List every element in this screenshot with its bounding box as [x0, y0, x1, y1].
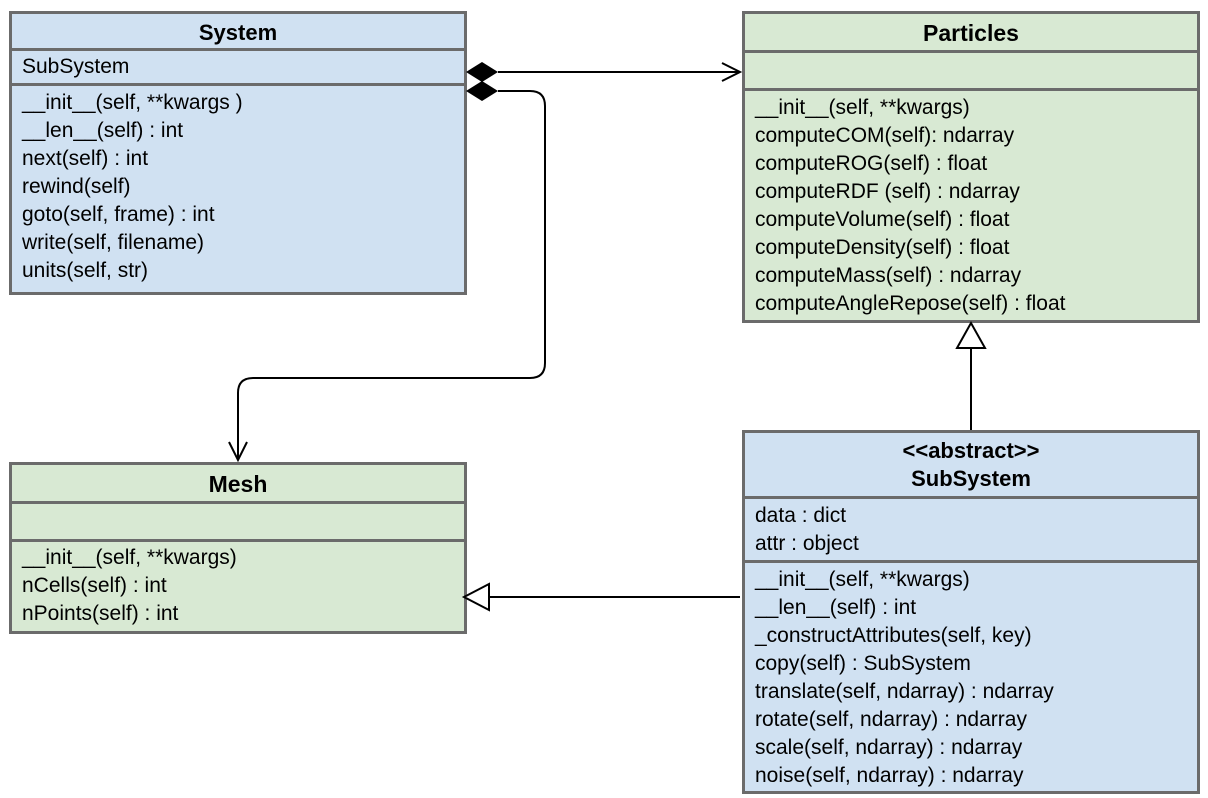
attribute-row: SubSystem [22, 55, 130, 78]
method-row: noise(self, ndarray) : ndarray [755, 764, 1024, 787]
class-name: System [12, 14, 464, 51]
method-row: next(self) : int [22, 147, 149, 170]
attributes-section [745, 53, 1197, 91]
inheritance-subsystem-particles[interactable] [955, 320, 987, 430]
method-row: __init__(self, **kwargs ) [22, 91, 243, 114]
method-row: computeDensity(self) : float [755, 236, 1010, 259]
composition-system-particles[interactable] [466, 62, 743, 82]
method-row: nCells(self) : int [22, 574, 167, 597]
method-row: goto(self, frame) : int [22, 203, 215, 226]
class-particles[interactable]: Particles __init__(self, **kwargs) compu… [742, 11, 1200, 323]
method-row: __init__(self, **kwargs) [22, 546, 237, 569]
class-subsystem[interactable]: <<abstract>> SubSystem data : dict attr … [742, 430, 1200, 794]
class-name: Mesh [12, 465, 464, 504]
method-row: write(self, filename) [22, 231, 205, 254]
hollow-triangle-arrowhead [461, 582, 490, 612]
class-system[interactable]: System SubSystem __init__(self, **kwargs… [9, 11, 467, 295]
attribute-row: attr : object [755, 532, 859, 555]
attributes-section: data : dict attr : object [745, 499, 1197, 563]
class-stereotype: <<abstract>> [902, 438, 1040, 463]
methods-section: __init__(self, **kwargs) computeCOM(self… [745, 91, 1197, 318]
class-header: <<abstract>> SubSystem [745, 433, 1197, 499]
method-row: _constructAttributes(self, key) [755, 624, 1032, 647]
method-row: translate(self, ndarray) : ndarray [755, 680, 1054, 703]
methods-section: __init__(self, **kwargs ) __len__(self) … [12, 86, 464, 285]
inheritance-subsystem-mesh[interactable] [461, 582, 740, 612]
method-row: computeMass(self) : ndarray [755, 264, 1022, 287]
composition-diamond [466, 81, 498, 101]
attributes-section: SubSystem [12, 51, 464, 86]
composition-system-mesh[interactable] [228, 81, 546, 463]
attribute-row: data : dict [755, 504, 847, 527]
method-row: computeVolume(self) : float [755, 208, 1010, 231]
method-row: rewind(self) [22, 175, 131, 198]
method-row: units(self, str) [22, 259, 149, 282]
attributes-section [12, 504, 464, 542]
method-row: computeRDF (self) : ndarray [755, 180, 1020, 203]
open-arrowhead [228, 441, 248, 463]
method-row: computeROG(self) : float [755, 152, 988, 175]
method-row: computeAngleRepose(self) : float [755, 292, 1066, 315]
method-row: rotate(self, ndarray) : ndarray [755, 708, 1027, 731]
method-row: copy(self) : SubSystem [755, 652, 971, 675]
methods-section: __init__(self, **kwargs) __len__(self) :… [745, 563, 1197, 790]
composition-diamond [466, 62, 498, 82]
method-row: nPoints(self) : int [22, 602, 179, 625]
method-row: __len__(self) : int [755, 596, 917, 619]
open-arrowhead [721, 62, 743, 82]
method-row: __len__(self) : int [22, 119, 184, 142]
method-row: scale(self, ndarray) : ndarray [755, 736, 1023, 759]
methods-section: __init__(self, **kwargs) nCells(self) : … [12, 542, 464, 628]
method-row: computeCOM(self): ndarray [755, 124, 1015, 147]
class-name: SubSystem [911, 466, 1031, 491]
method-row: __init__(self, **kwargs) [755, 96, 970, 119]
method-row: __init__(self, **kwargs) [755, 568, 970, 591]
class-mesh[interactable]: Mesh __init__(self, **kwargs) nCells(sel… [9, 462, 467, 634]
hollow-triangle-arrowhead [955, 320, 987, 349]
association-line [237, 90, 546, 458]
class-name: Particles [745, 14, 1197, 53]
